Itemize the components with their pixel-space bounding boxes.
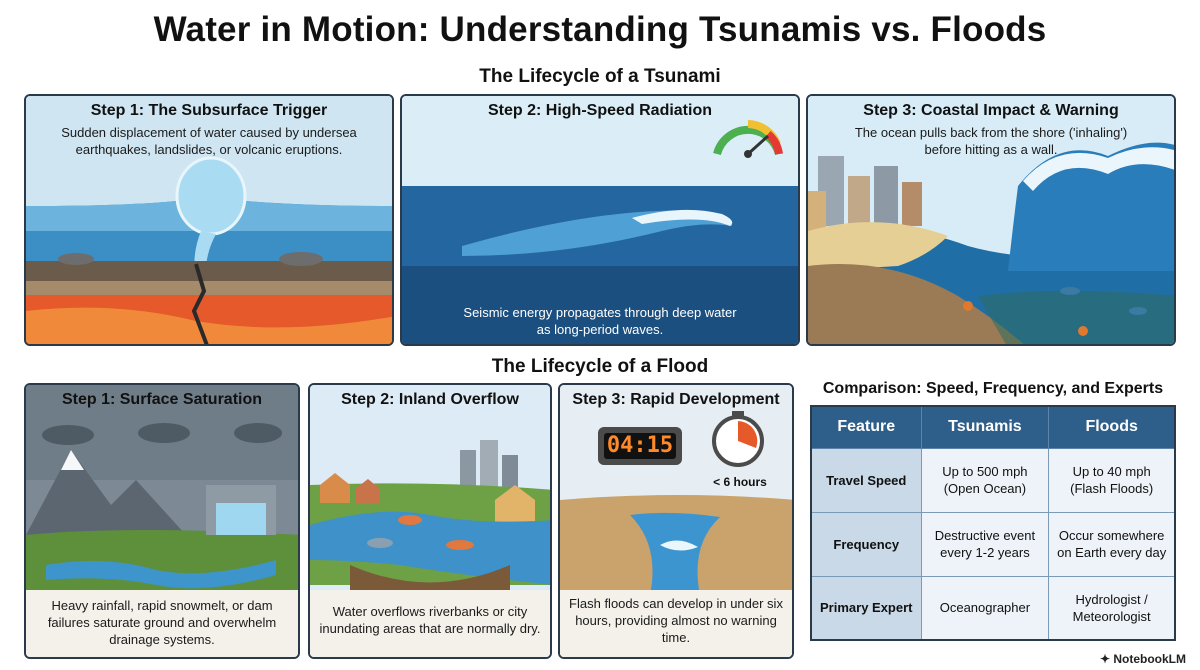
flood-timer-label: < 6 hours bbox=[713, 475, 767, 489]
tsunami-step-1-title: Step 1: The Subsurface Trigger bbox=[90, 102, 328, 119]
row-tsunamis-value: Oceanographer bbox=[920, 575, 1050, 641]
logo-icon: ✦ bbox=[1099, 652, 1114, 666]
table-row: Travel Speed Up to 500 mph (Open Ocean) … bbox=[810, 447, 1176, 513]
flood-step-1-title: Step 1: Surface Saturation bbox=[61, 391, 263, 408]
flood-step-2-title: Step 2: Inland Overflow bbox=[341, 391, 519, 408]
coastal-impact-illustration bbox=[808, 96, 1174, 344]
flood-step-1-text: Heavy rainfall, rapid snowmelt, or dam f… bbox=[47, 598, 277, 647]
row-feature: Travel Speed bbox=[810, 447, 922, 513]
comparison-title: Comparison: Speed, Frequency, and Expert… bbox=[822, 380, 1164, 397]
surface-saturation-illustration bbox=[26, 385, 298, 657]
row-floods-value: Up to 40 mph (Flash Floods) bbox=[1048, 447, 1176, 513]
flood-step-3-title: Step 3: Rapid Development bbox=[572, 391, 780, 408]
flood-section-heading: The Lifecycle of a Flood bbox=[491, 356, 709, 377]
tsunami-step-1-text: Sudden displacement of water caused by u… bbox=[61, 125, 357, 157]
flood-step-1-panel: Step 1: Surface Saturation Heavy rainfal… bbox=[24, 383, 300, 659]
flood-step-2-panel: Step 2: Inland Overflow Water overflows … bbox=[308, 383, 552, 659]
subsurface-trigger-illustration bbox=[26, 96, 392, 344]
row-floods-value: Occur somewhere on Earth every day bbox=[1048, 511, 1176, 577]
tsunami-step-3-text: The ocean pulls back from the shore ('in… bbox=[854, 125, 1128, 157]
rapid-development-illustration bbox=[560, 385, 792, 657]
table-row: Frequency Destructive event every 1-2 ye… bbox=[810, 511, 1176, 577]
table-row: Primary Expert Oceanographer Hydrologist… bbox=[810, 575, 1176, 641]
row-feature: Primary Expert bbox=[810, 575, 922, 641]
comparison-header-row: Feature Tsunamis Floods bbox=[810, 405, 1176, 449]
high-speed-radiation-illustration bbox=[402, 96, 798, 344]
tsunami-step-3-title: Step 3: Coastal Impact & Warning bbox=[863, 102, 1119, 119]
comparison-table: Feature Tsunamis Floods Travel Speed Up … bbox=[810, 405, 1176, 641]
row-floods-value: Hydrologist / Meteorologist bbox=[1048, 575, 1176, 641]
tsunami-section-heading: The Lifecycle of a Tsunami bbox=[479, 66, 721, 87]
tsunami-step-2-text: Seismic energy propagates through deep w… bbox=[463, 305, 737, 337]
header-floods: Floods bbox=[1048, 405, 1176, 449]
tsunami-step-2-title: Step 2: High-Speed Radiation bbox=[487, 102, 712, 119]
flood-step-3-panel: Step 3: Rapid Development 04:15 < 6 hour… bbox=[558, 383, 794, 659]
flood-step-3-text: Flash floods can develop in under six ho… bbox=[569, 596, 783, 645]
row-tsunamis-value: Up to 500 mph (Open Ocean) bbox=[920, 447, 1050, 513]
header-tsunamis: Tsunamis bbox=[920, 405, 1050, 449]
notebooklm-logo: ✦ NotebookLM bbox=[1100, 652, 1186, 666]
inland-overflow-illustration bbox=[310, 385, 550, 657]
row-feature: Frequency bbox=[810, 511, 922, 577]
header-feature: Feature bbox=[810, 405, 922, 449]
tsunami-step-2-panel: Step 2: High-Speed Radiation Seismic ene… bbox=[400, 94, 800, 346]
page-title: Water in Motion: Understanding Tsunamis … bbox=[153, 10, 1047, 49]
tsunami-step-3-panel: Step 3: Coastal Impact & Warning The oce… bbox=[806, 94, 1176, 346]
row-tsunamis-value: Destructive event every 1-2 years bbox=[920, 511, 1050, 577]
logo-text: NotebookLM bbox=[1113, 652, 1186, 666]
flood-timer-display: 04:15 bbox=[606, 433, 674, 458]
flood-step-2-text: Water overflows riverbanks or city inund… bbox=[319, 604, 541, 636]
tsunami-step-1-panel: Step 1: The Subsurface Trigger Sudden di… bbox=[24, 94, 394, 346]
